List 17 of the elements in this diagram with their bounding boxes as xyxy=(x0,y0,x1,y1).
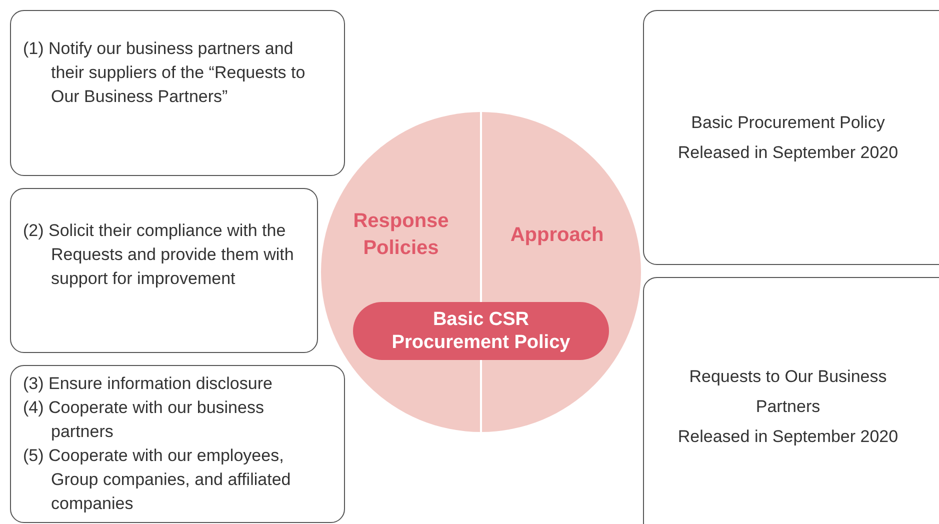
list-item: (3) Ensure information disclosure xyxy=(23,373,274,395)
policy-title: Requests to Our Business Partners xyxy=(688,366,888,418)
list-item: (5) Cooperate with our employees, Group companies, and affiliated companies xyxy=(23,445,292,515)
policy-pill: Basic CSR Procurement Policy xyxy=(353,302,609,360)
text-box xyxy=(643,10,939,265)
text-box xyxy=(643,277,939,524)
list-item: (1) Notify our business partners and their suppliers of the “Requests to Our Business Partners” xyxy=(23,38,306,108)
release-date: Released in September 2020 xyxy=(678,142,898,164)
release-date: Released in September 2020 xyxy=(678,426,898,448)
policy-title: Basic Procurement Policy xyxy=(691,112,885,134)
text-box xyxy=(10,188,318,353)
section-heading: Approach xyxy=(509,223,605,248)
text-box xyxy=(10,365,345,523)
section-heading: Response Policies xyxy=(352,209,450,261)
list-item: (2) Solicit their compliance with the Requests and provide them with support for improvement xyxy=(23,220,295,290)
list-item: (4) Cooperate with our business partners xyxy=(23,397,265,443)
text-box xyxy=(10,10,345,176)
